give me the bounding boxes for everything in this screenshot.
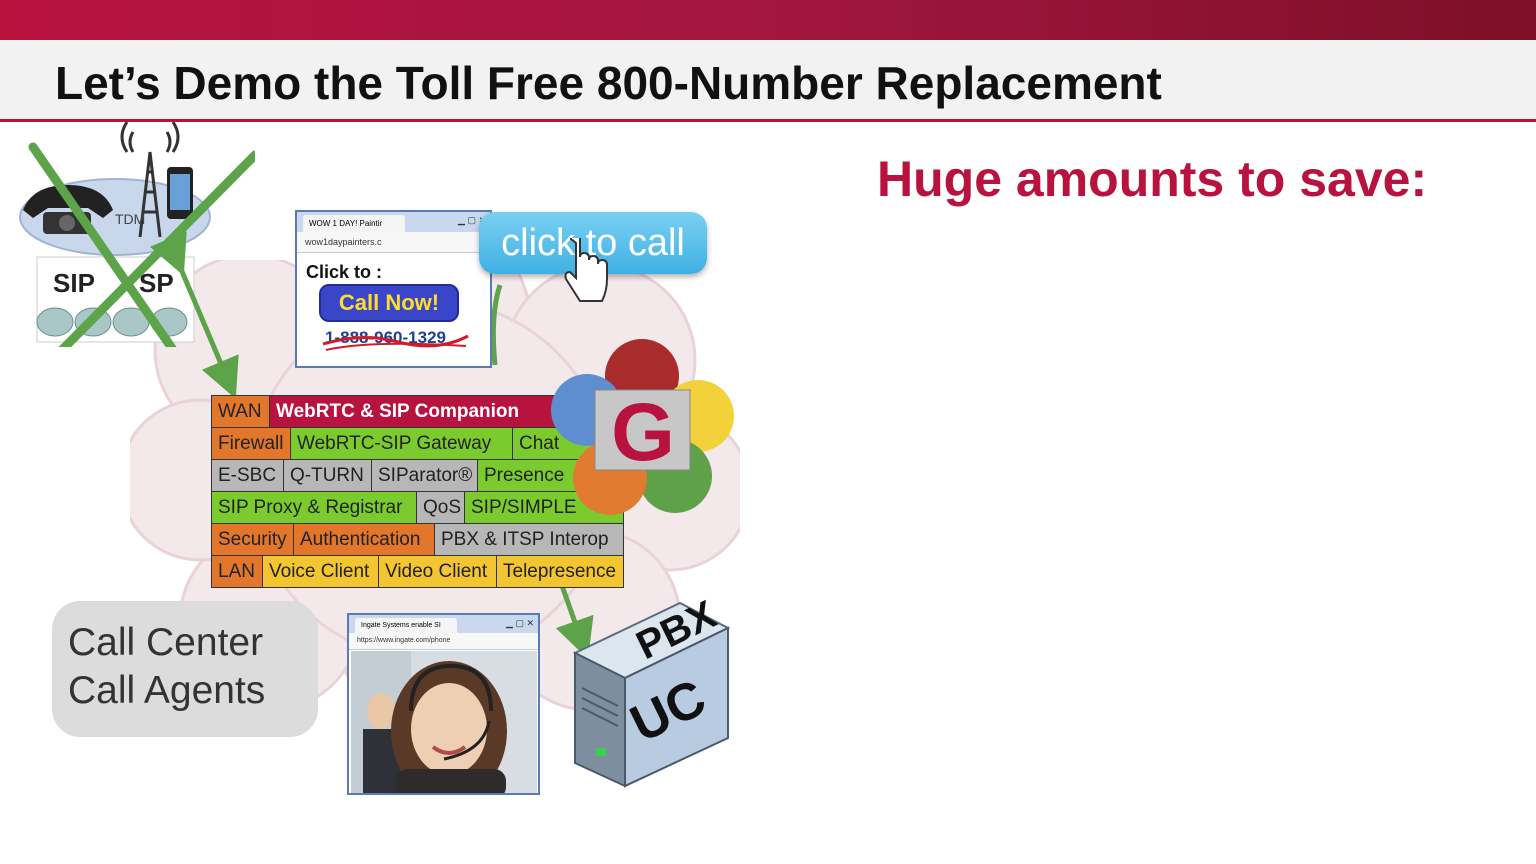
url-bar[interactable]: wow1daypainters.c: [297, 232, 490, 253]
call-center-line1: Call Center: [68, 621, 264, 664]
antenna-tower-icon: [120, 122, 180, 238]
carrier-network-graphic: TDM SIP SP: [19, 122, 255, 347]
strike-through-icon: [322, 334, 469, 351]
stack-cell: Firewall: [211, 428, 290, 459]
call-center-label-box: Call Center Call Agents: [52, 601, 318, 737]
stack-cell: SIP Proxy & Registrar: [211, 492, 416, 523]
svg-text:TDM: TDM: [115, 211, 145, 227]
click-to-label: Click to :: [306, 262, 383, 282]
hand-cursor-icon: [564, 238, 608, 302]
sip-label-left: SIP: [53, 268, 95, 298]
stack-cell: Authentication: [293, 524, 434, 555]
phone-number: 1-888-960-1329: [325, 328, 446, 347]
window-controls-icon[interactable]: ▁ ▢ ✕: [506, 618, 534, 628]
title-bar: Let’s Demo the Toll Free 800-Number Repl…: [0, 40, 1536, 122]
stack-cell: Video Client: [378, 556, 496, 587]
browser-tab[interactable]: WOW 1 DAY! Paintir: [303, 215, 405, 232]
top-accent-bar: [0, 0, 1536, 40]
window-controls-icon[interactable]: ▁ ▢ ✕: [458, 215, 486, 225]
stack-cell: WAN: [211, 396, 269, 427]
pbx-uc-server-icon: PBX UC: [572, 598, 731, 788]
smartphone-icon: [167, 167, 193, 219]
stack-cell: E-SBC: [211, 460, 283, 491]
stack-cell: WebRTC-SIP Gateway: [290, 428, 512, 459]
stack-cell: PBX & ITSP Interop: [434, 524, 624, 555]
website-browser-window: WOW 1 DAY! Paintir ▁ ▢ ✕ wow1daypainters…: [295, 210, 492, 368]
slide-title: Let’s Demo the Toll Free 800-Number Repl…: [55, 57, 1162, 109]
logo-letter: G: [611, 387, 675, 478]
stack-cell: LAN: [211, 556, 262, 587]
url-bar[interactable]: https://www.ingate.com/phone: [349, 633, 538, 650]
agent-browser-window: Ingate Systems enable SI ▁ ▢ ✕ https://w…: [347, 613, 540, 795]
stack-cell: Voice Client: [262, 556, 378, 587]
browser-tab[interactable]: Ingate Systems enable SI: [355, 618, 457, 633]
call-now-button[interactable]: Call Now!: [319, 284, 459, 322]
call-agent-photo: [351, 651, 537, 793]
stack-cell: SIParator®: [371, 460, 477, 491]
stack-cell: Telepresence: [496, 556, 624, 587]
headline: Huge amounts to save:: [877, 151, 1428, 207]
stack-cell: Q-TURN: [283, 460, 371, 491]
stack-cell: Security: [211, 524, 293, 555]
call-center-line2: Call Agents: [68, 669, 266, 712]
stack-cell: QoS: [416, 492, 464, 523]
ingate-flower-logo: G: [551, 339, 734, 515]
